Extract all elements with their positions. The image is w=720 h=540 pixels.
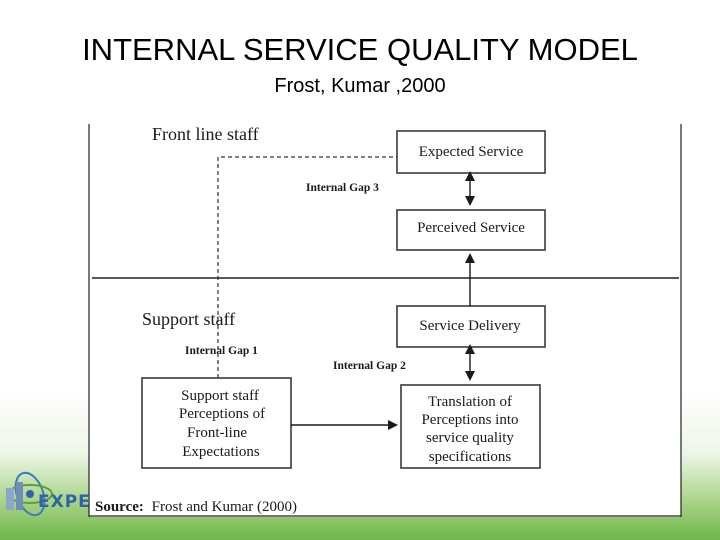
slide-title: INTERNAL SERVICE QUALITY MODEL — [82, 32, 638, 67]
translation-line-4: specifications — [429, 449, 512, 465]
translation-line-1: Translation of — [428, 394, 512, 410]
internal-gap-3-label: Internal Gap 3 — [306, 182, 379, 194]
expected-service-box: Expected Service — [396, 130, 546, 174]
support-staff-label: Support staff — [142, 309, 235, 329]
service-delivery-box: Service Delivery — [396, 305, 546, 348]
support-perceptions-line-4: Expectations — [182, 444, 260, 460]
expected-service-text: Expected Service — [419, 144, 524, 160]
support-perceptions-line-2: Perceptions of — [179, 406, 265, 422]
logo-text: EXPE — [38, 492, 91, 512]
source-caption: Source: Frost and Kumar (2000) — [95, 499, 297, 515]
perceived-service-text: Perceived Service — [417, 220, 525, 236]
expert-logo-icon — [6, 471, 53, 517]
translation-line-2: Perceptions into — [421, 412, 518, 428]
slide-subtitle: Frost, Kumar ,2000 — [274, 75, 446, 97]
dashed-expectation-line — [217, 156, 397, 378]
perceived-service-box: Perceived Service — [396, 209, 546, 251]
internal-gap-1-label: Internal Gap 1 — [185, 345, 258, 357]
translation-line-3: service quality — [426, 430, 514, 446]
source-label: Source: — [95, 499, 144, 515]
support-perceptions-line-1: Support staff — [181, 388, 259, 404]
support-staff-perceptions-box: Support staff Perceptions of Front-line … — [141, 377, 292, 469]
service-delivery-text: Service Delivery — [419, 318, 521, 334]
translation-box: Translation of Perceptions into service … — [400, 384, 541, 469]
support-perceptions-line-3: Front-line — [187, 425, 247, 441]
internal-gap-2-label: Internal Gap 2 — [333, 360, 406, 372]
front-line-staff-label: Front line staff — [152, 124, 259, 144]
source-text: Frost and Kumar (2000) — [152, 499, 297, 515]
